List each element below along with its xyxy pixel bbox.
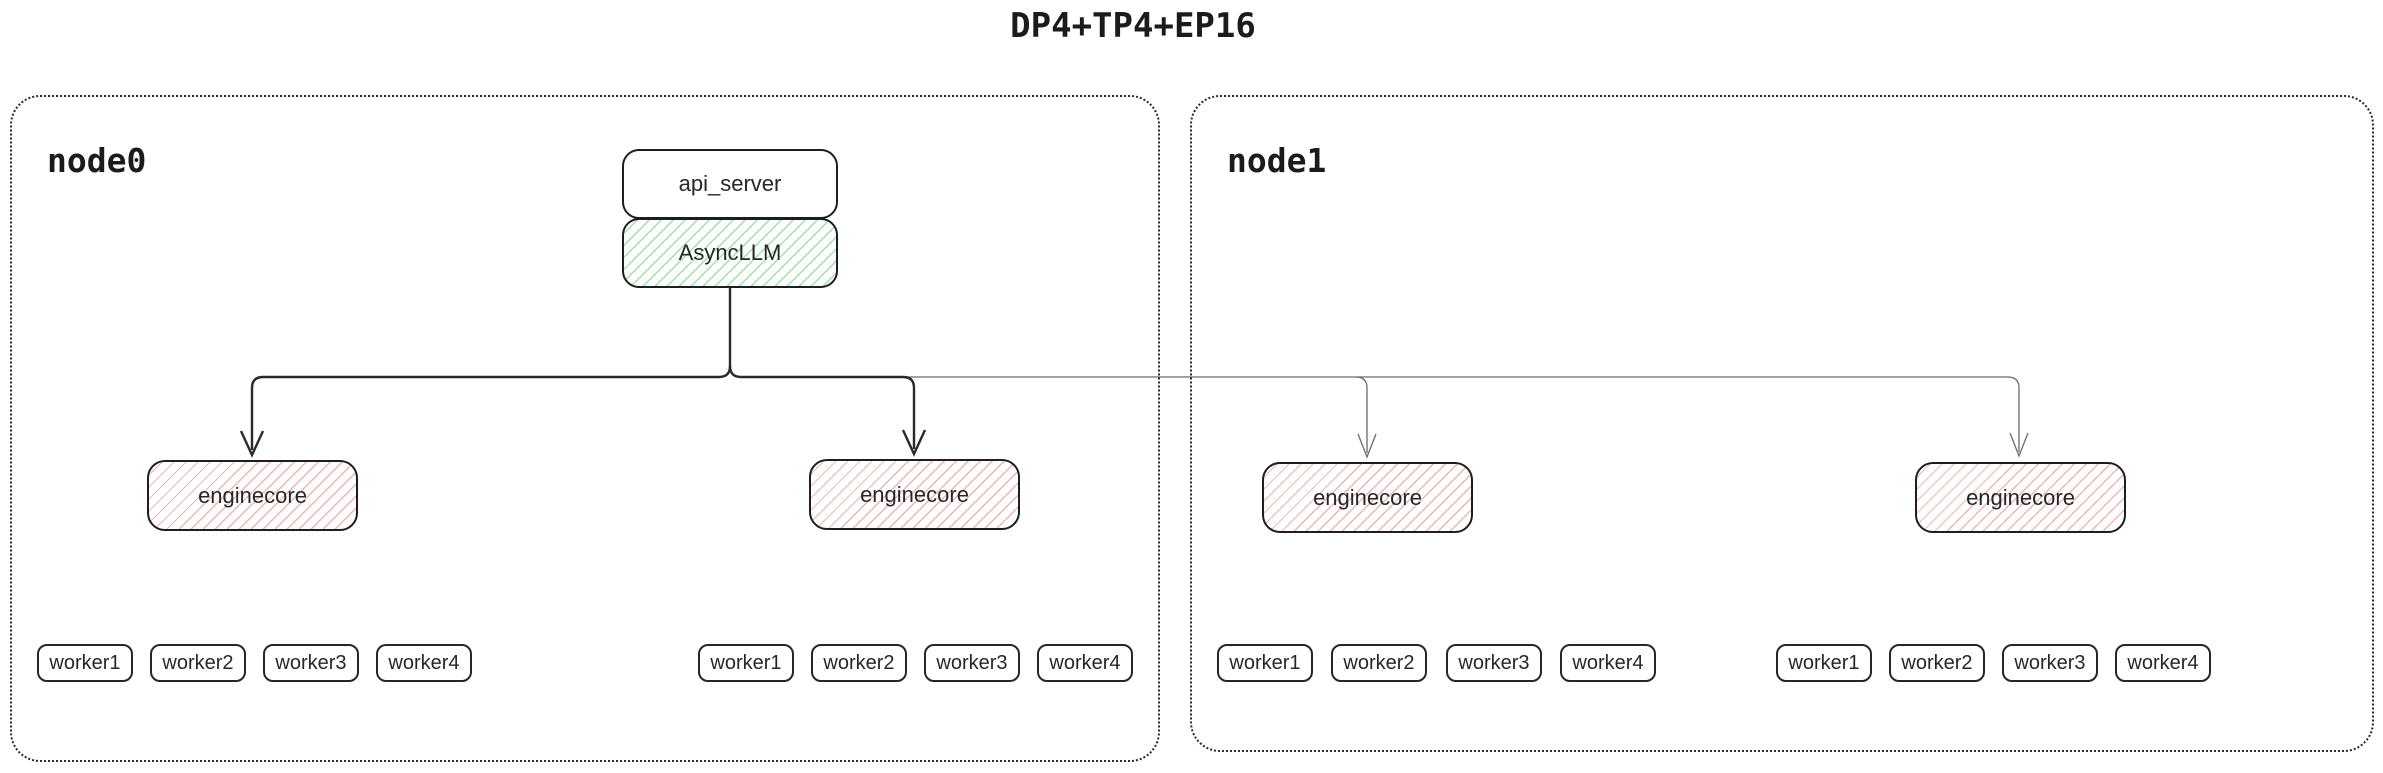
- worker-box: worker1: [698, 644, 794, 682]
- worker-box: worker2: [150, 644, 246, 682]
- asyncllm-label: AsyncLLM: [678, 240, 782, 265]
- worker-box: worker3: [1446, 644, 1542, 682]
- worker-label: worker2: [162, 651, 234, 674]
- node0-enginecore-2-box: enginecore: [809, 459, 1020, 530]
- node1-enginecore-2-box: enginecore: [1915, 462, 2126, 533]
- api-server-box: api_server: [622, 149, 838, 219]
- asyncllm-box: AsyncLLM: [622, 218, 838, 288]
- worker-label: worker1: [49, 651, 121, 674]
- worker-label: worker4: [2127, 651, 2199, 674]
- enginecore-label: enginecore: [198, 482, 307, 508]
- node0-enginecore-1-box: enginecore: [147, 460, 358, 531]
- worker-label: worker4: [1572, 651, 1644, 674]
- worker-box: worker3: [924, 644, 1020, 682]
- worker-label: worker1: [1788, 651, 1860, 674]
- worker-box: worker4: [1037, 644, 1133, 682]
- worker-label: worker2: [1901, 651, 1973, 674]
- api-server-label: api_server: [678, 171, 782, 196]
- worker-box: worker2: [1331, 644, 1427, 682]
- worker-box: worker1: [37, 644, 133, 682]
- worker-label: worker3: [1458, 651, 1530, 674]
- worker-label: worker3: [275, 651, 347, 674]
- enginecore-label: enginecore: [860, 481, 969, 507]
- worker-box: worker4: [376, 644, 472, 682]
- diagram-title: DP4+TP4+EP16: [1010, 6, 1256, 46]
- worker-box: worker1: [1776, 644, 1872, 682]
- worker-box: worker2: [1889, 644, 1985, 682]
- node1-enginecore-1-box: enginecore: [1262, 462, 1473, 533]
- worker-label: worker3: [936, 651, 1008, 674]
- worker-label: worker3: [2014, 651, 2086, 674]
- node0-label: node0: [47, 141, 147, 180]
- node1-label: node1: [1227, 141, 1327, 180]
- worker-box: worker2: [811, 644, 907, 682]
- worker-label: worker1: [710, 651, 782, 674]
- worker-label: worker4: [1049, 651, 1121, 674]
- worker-label: worker4: [388, 651, 460, 674]
- worker-box: worker3: [2002, 644, 2098, 682]
- worker-label: worker2: [1343, 651, 1415, 674]
- worker-box: worker4: [1560, 644, 1656, 682]
- worker-box: worker1: [1217, 644, 1313, 682]
- enginecore-label: enginecore: [1966, 484, 2075, 510]
- worker-label: worker1: [1229, 651, 1301, 674]
- worker-box: worker4: [2115, 644, 2211, 682]
- worker-label: worker2: [823, 651, 895, 674]
- enginecore-label: enginecore: [1313, 484, 1422, 510]
- worker-box: worker3: [263, 644, 359, 682]
